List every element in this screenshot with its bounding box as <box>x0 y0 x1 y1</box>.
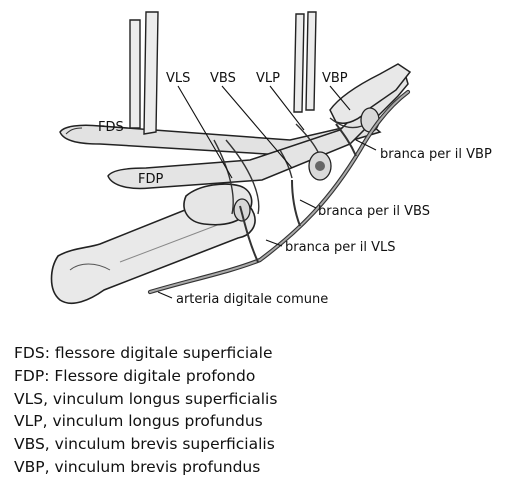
label-branch-vbp: branca per il VBP <box>380 147 492 162</box>
label-fdp: FDP <box>138 172 163 187</box>
legend-item-vls: VLS, vinculum longus superficialis <box>14 389 278 408</box>
proximal-phalanx-bone <box>50 198 256 305</box>
retinaculum-straps <box>129 11 317 135</box>
legend-item-vbp: VBP, vinculum brevis profundus <box>14 457 261 476</box>
legend: FDS: flessore digitale superficiale FDP:… <box>14 342 277 479</box>
legend-item-fdp: FDP: Flessore digitale profondo <box>14 366 256 385</box>
label-vbp: VBP <box>322 71 348 86</box>
legend-item-fds: FDS: flessore digitale superficiale <box>14 344 273 362</box>
label-branch-vls: branca per il VLS <box>285 240 396 255</box>
label-vls: VLS <box>166 71 190 86</box>
leader-lines <box>157 85 377 299</box>
label-branch-vbs: branca per il VBS <box>318 204 430 219</box>
label-fds: FDS <box>98 120 124 135</box>
middle-phalanx-bone <box>183 183 253 226</box>
label-artery: arteria digitale comune <box>176 292 328 307</box>
digital-artery <box>147 89 411 295</box>
legend-item-vbs: VBS, vinculum brevis superficialis <box>14 435 275 454</box>
vincula <box>213 117 363 215</box>
legend-item-vlp: VLP, vinculum longus profundus <box>14 412 263 431</box>
label-vbs: VBS <box>210 71 236 86</box>
label-vlp: VLP <box>256 71 280 86</box>
anatomy-illustration: FDS FDP VLS VBS VLP VBP branca per il VB… <box>50 11 492 307</box>
